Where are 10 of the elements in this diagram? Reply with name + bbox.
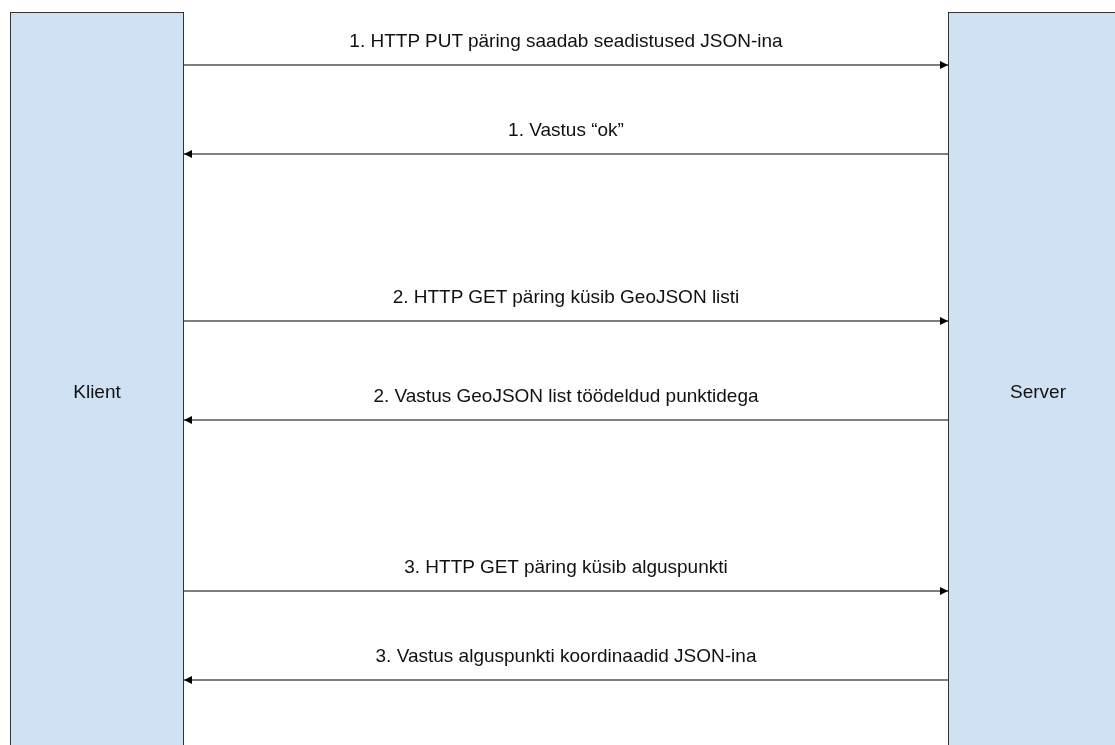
message-arrow (183, 150, 949, 158)
lifeline-box (948, 12, 1115, 745)
message-arrow (183, 317, 949, 325)
message-arrow (183, 587, 949, 595)
lifeline-box (10, 12, 184, 745)
message-arrow (183, 416, 949, 424)
participant-label: Klient (73, 381, 121, 403)
message-arrow (183, 676, 949, 684)
participant-label: Server (1010, 381, 1066, 403)
message-arrow (183, 61, 949, 69)
